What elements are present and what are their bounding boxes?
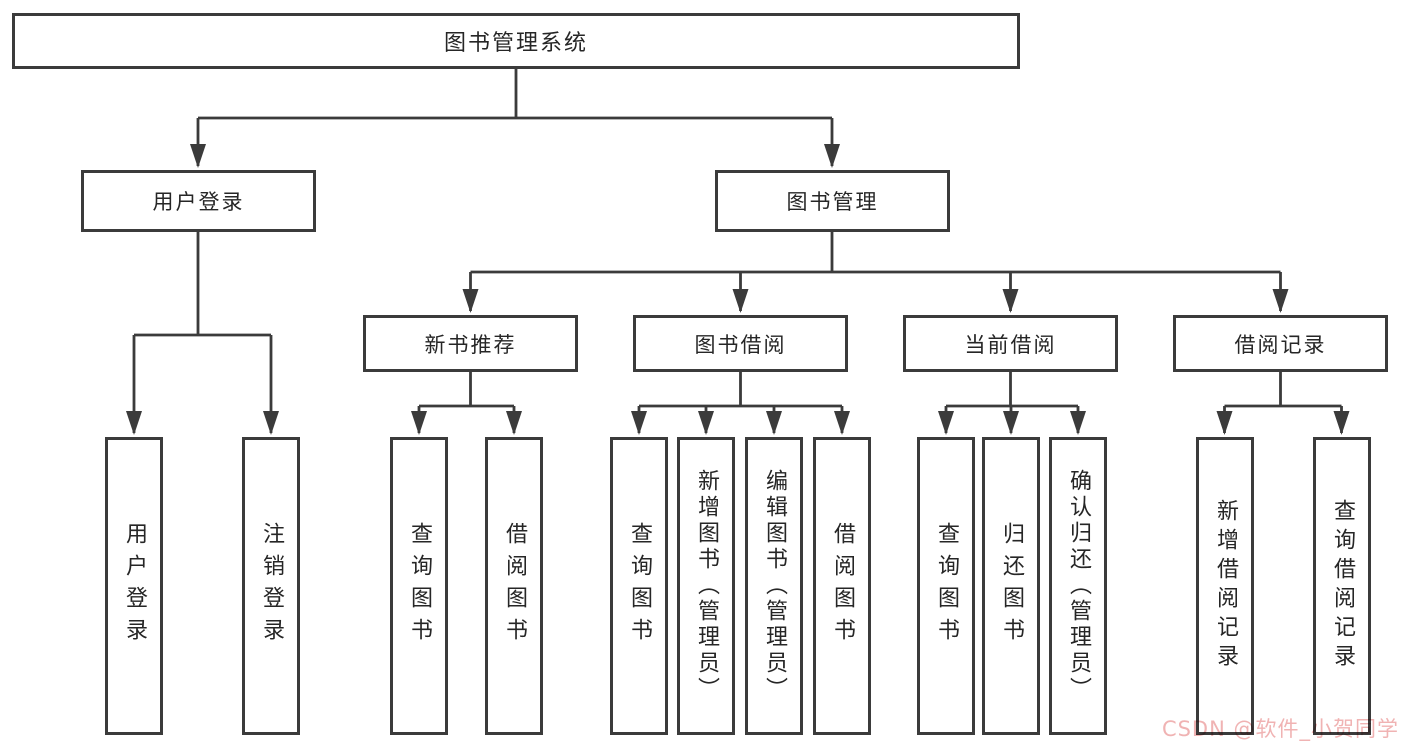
node-book-borrowing: 图书借阅 — [633, 315, 848, 372]
node-label: 用户登录 — [122, 522, 147, 650]
node-leaf-add-books-admin: 新增图书（管理员） — [677, 437, 735, 735]
bus-book-borrow — [639, 372, 842, 408]
node-leaf-return-books: 归还图书 — [982, 437, 1040, 735]
node-leaf-add-borrow-record: 新增借阅记录 — [1196, 437, 1254, 735]
node-label: 查询图书 — [934, 522, 959, 650]
node-label: 新增借阅记录 — [1213, 499, 1238, 673]
node-leaf-logout: 注销登录 — [242, 437, 300, 735]
node-leaf-confirm-return-admin: 确认归还（管理员） — [1049, 437, 1107, 735]
node-new-book-recommend: 新书推荐 — [363, 315, 578, 372]
node-label: 新书推荐 — [424, 332, 517, 357]
node-leaf-edit-books-admin: 编辑图书（管理员） — [745, 437, 803, 735]
bus-book-mgmt — [470, 232, 1281, 274]
node-label: 图书借阅 — [694, 332, 787, 357]
bus-borrow-record — [1224, 372, 1342, 408]
node-label: 图书管理 — [786, 190, 879, 214]
node-book-management: 图书管理 — [715, 170, 950, 232]
node-leaf-query-borrow-record: 查询借阅记录 — [1313, 437, 1371, 735]
bus-current-borrow — [946, 372, 1078, 408]
node-label: 归还图书 — [999, 522, 1024, 650]
node-label: 图书管理系统 — [443, 31, 588, 56]
node-leaf-borrow-books: 借阅图书 — [813, 437, 871, 735]
node-label: 借阅图书 — [502, 522, 527, 650]
csdn-watermark: CSDN @软件_小贺同学 — [1161, 717, 1399, 741]
node-leaf-query-books-borrowing: 查询图书 — [610, 437, 668, 735]
node-leaf-query-books-recommend: 查询图书 — [390, 437, 448, 735]
node-leaf-query-books-current: 查询图书 — [917, 437, 975, 735]
node-label: 查询图书 — [627, 522, 652, 650]
node-leaf-user-login: 用户登录 — [105, 437, 163, 735]
node-label: 借阅图书 — [830, 522, 855, 650]
bus-user-login — [134, 232, 271, 337]
node-leaf-borrow-books-recommend: 借阅图书 — [485, 437, 543, 735]
node-current-borrowing: 当前借阅 — [903, 315, 1118, 372]
node-user-login: 用户登录 — [81, 170, 316, 232]
node-label: 注销登录 — [259, 522, 284, 650]
node-label: 查询图书 — [407, 522, 432, 650]
node-label: 查询借阅记录 — [1330, 499, 1355, 673]
bus-root — [198, 69, 832, 120]
node-label: 编辑图书（管理员） — [762, 469, 787, 703]
node-label: 借阅记录 — [1234, 332, 1327, 357]
node-label: 当前借阅 — [964, 332, 1057, 357]
node-label: 确认归还（管理员） — [1066, 469, 1091, 703]
node-system-root: 图书管理系统 — [12, 13, 1020, 69]
node-borrow-records: 借阅记录 — [1173, 315, 1388, 372]
node-label: 用户登录 — [152, 190, 245, 214]
node-label: 新增图书（管理员） — [694, 469, 719, 703]
bus-new-book — [419, 372, 514, 408]
